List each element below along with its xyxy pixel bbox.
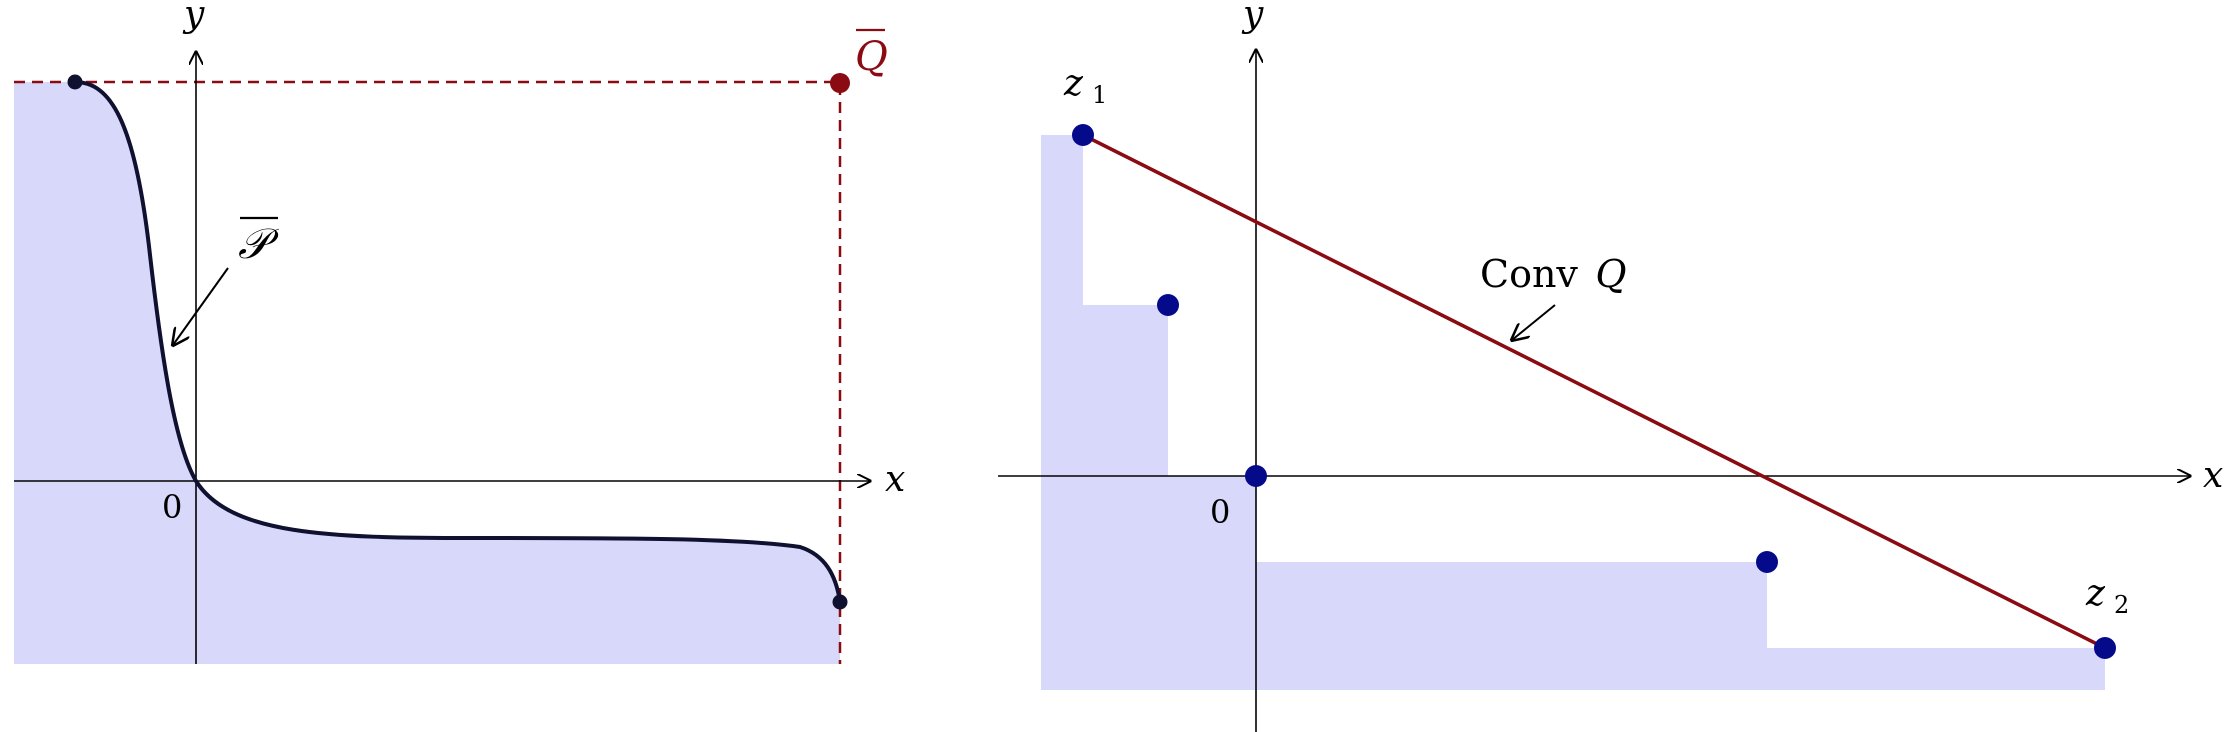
right-pointer-arrow [1512,304,1556,340]
left-x-axis-label: x [885,459,905,500]
z1-subscript: 1 [1092,81,1107,109]
left-pointer-arrow [173,267,229,345]
left-curve [74,80,842,603]
z2-letter: z [2085,573,2106,614]
right-panel: x y 0 Conv Q z 1 z 2 [998,0,2223,732]
left-panel: x y 0 𝒫 Q [14,0,905,664]
z2-label: z 2 [2085,573,2129,619]
z2-subscript: 2 [2114,591,2129,619]
curve-start-point [67,74,83,90]
right-shaded-region [1041,135,2105,690]
p-bar-label: 𝒫 [238,216,279,268]
left-y-axis-label: y [182,0,205,35]
z1-letter: z [1063,63,1084,104]
z1-point [1072,124,1094,146]
q-point-4 [1756,551,1778,573]
p-label: 𝒫 [238,219,279,268]
q-label: Q [855,34,888,80]
conv-q-segment [1082,133,2106,650]
conv-q-label: Conv Q [1480,252,1627,296]
right-x-axis-label: x [2203,455,2223,496]
q-point [830,73,850,93]
z1-label: z 1 [1063,63,1107,109]
right-y-axis-label: y [1241,0,1264,35]
left-shaded-region [14,82,840,664]
curve-end-point [832,594,848,610]
left-origin-label: 0 [162,488,182,526]
q-bar-label: Q [855,28,888,80]
conv-set: Q [1595,252,1626,296]
q-point-2 [1157,294,1179,316]
origin-point [1245,465,1267,487]
conv-prefix: Conv [1480,252,1578,296]
right-origin-label: 0 [1210,493,1230,531]
z2-point [2094,637,2116,659]
